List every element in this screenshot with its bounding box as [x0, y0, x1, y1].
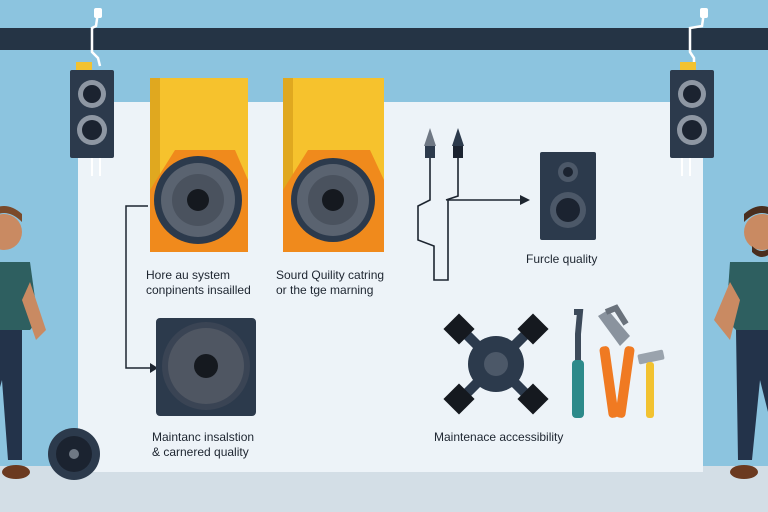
bookshelf-speaker-right-icon	[283, 78, 384, 252]
enclosure-speaker-icon	[540, 152, 596, 240]
floor	[0, 466, 768, 512]
connection-arrow	[125, 205, 150, 369]
wall-speaker-right-icon	[670, 8, 714, 176]
mounting-bracket-icon	[443, 313, 549, 415]
label-sound-quality: Sourd Quility catring or the tge marning	[276, 268, 384, 298]
pliers-icon	[598, 304, 635, 418]
label-sound-quality-line1: Sourd Quility catring	[276, 268, 385, 282]
wrench-icon	[572, 309, 584, 418]
label-maintenance-access: Maintenace accessibility	[434, 430, 563, 445]
label-home-system-line2: conpinents insailled	[146, 283, 251, 297]
label-maintenance-access-line1: Maintenace accessibility	[434, 430, 564, 444]
label-maintenance-install-line2: & carnered quality	[152, 445, 249, 459]
ceiling-beam	[0, 28, 768, 50]
cable-plug-icon	[417, 128, 530, 281]
label-furcle-quality: Furcle quality	[526, 252, 597, 267]
label-maintenance-install: Maintanc insalstion & carnered quality	[152, 430, 254, 460]
technician-right-figure	[714, 206, 768, 479]
label-maintenance-install-line1: Maintanc insalstion	[152, 430, 255, 444]
bookshelf-speaker-left-icon	[150, 78, 248, 252]
subwoofer-icon	[156, 318, 256, 416]
label-home-system-line1: Hore au system	[146, 268, 231, 282]
label-home-system: Hore au system conpinents insailled	[146, 268, 251, 298]
hammer-icon	[637, 349, 665, 418]
speaker-wheel-icon	[48, 428, 100, 480]
label-furcle-quality-line1: Furcle quality	[526, 252, 598, 266]
label-sound-quality-line2: or the tge marning	[276, 283, 374, 297]
wall-speaker-left-icon	[70, 8, 114, 176]
technician-left-figure	[0, 206, 46, 479]
